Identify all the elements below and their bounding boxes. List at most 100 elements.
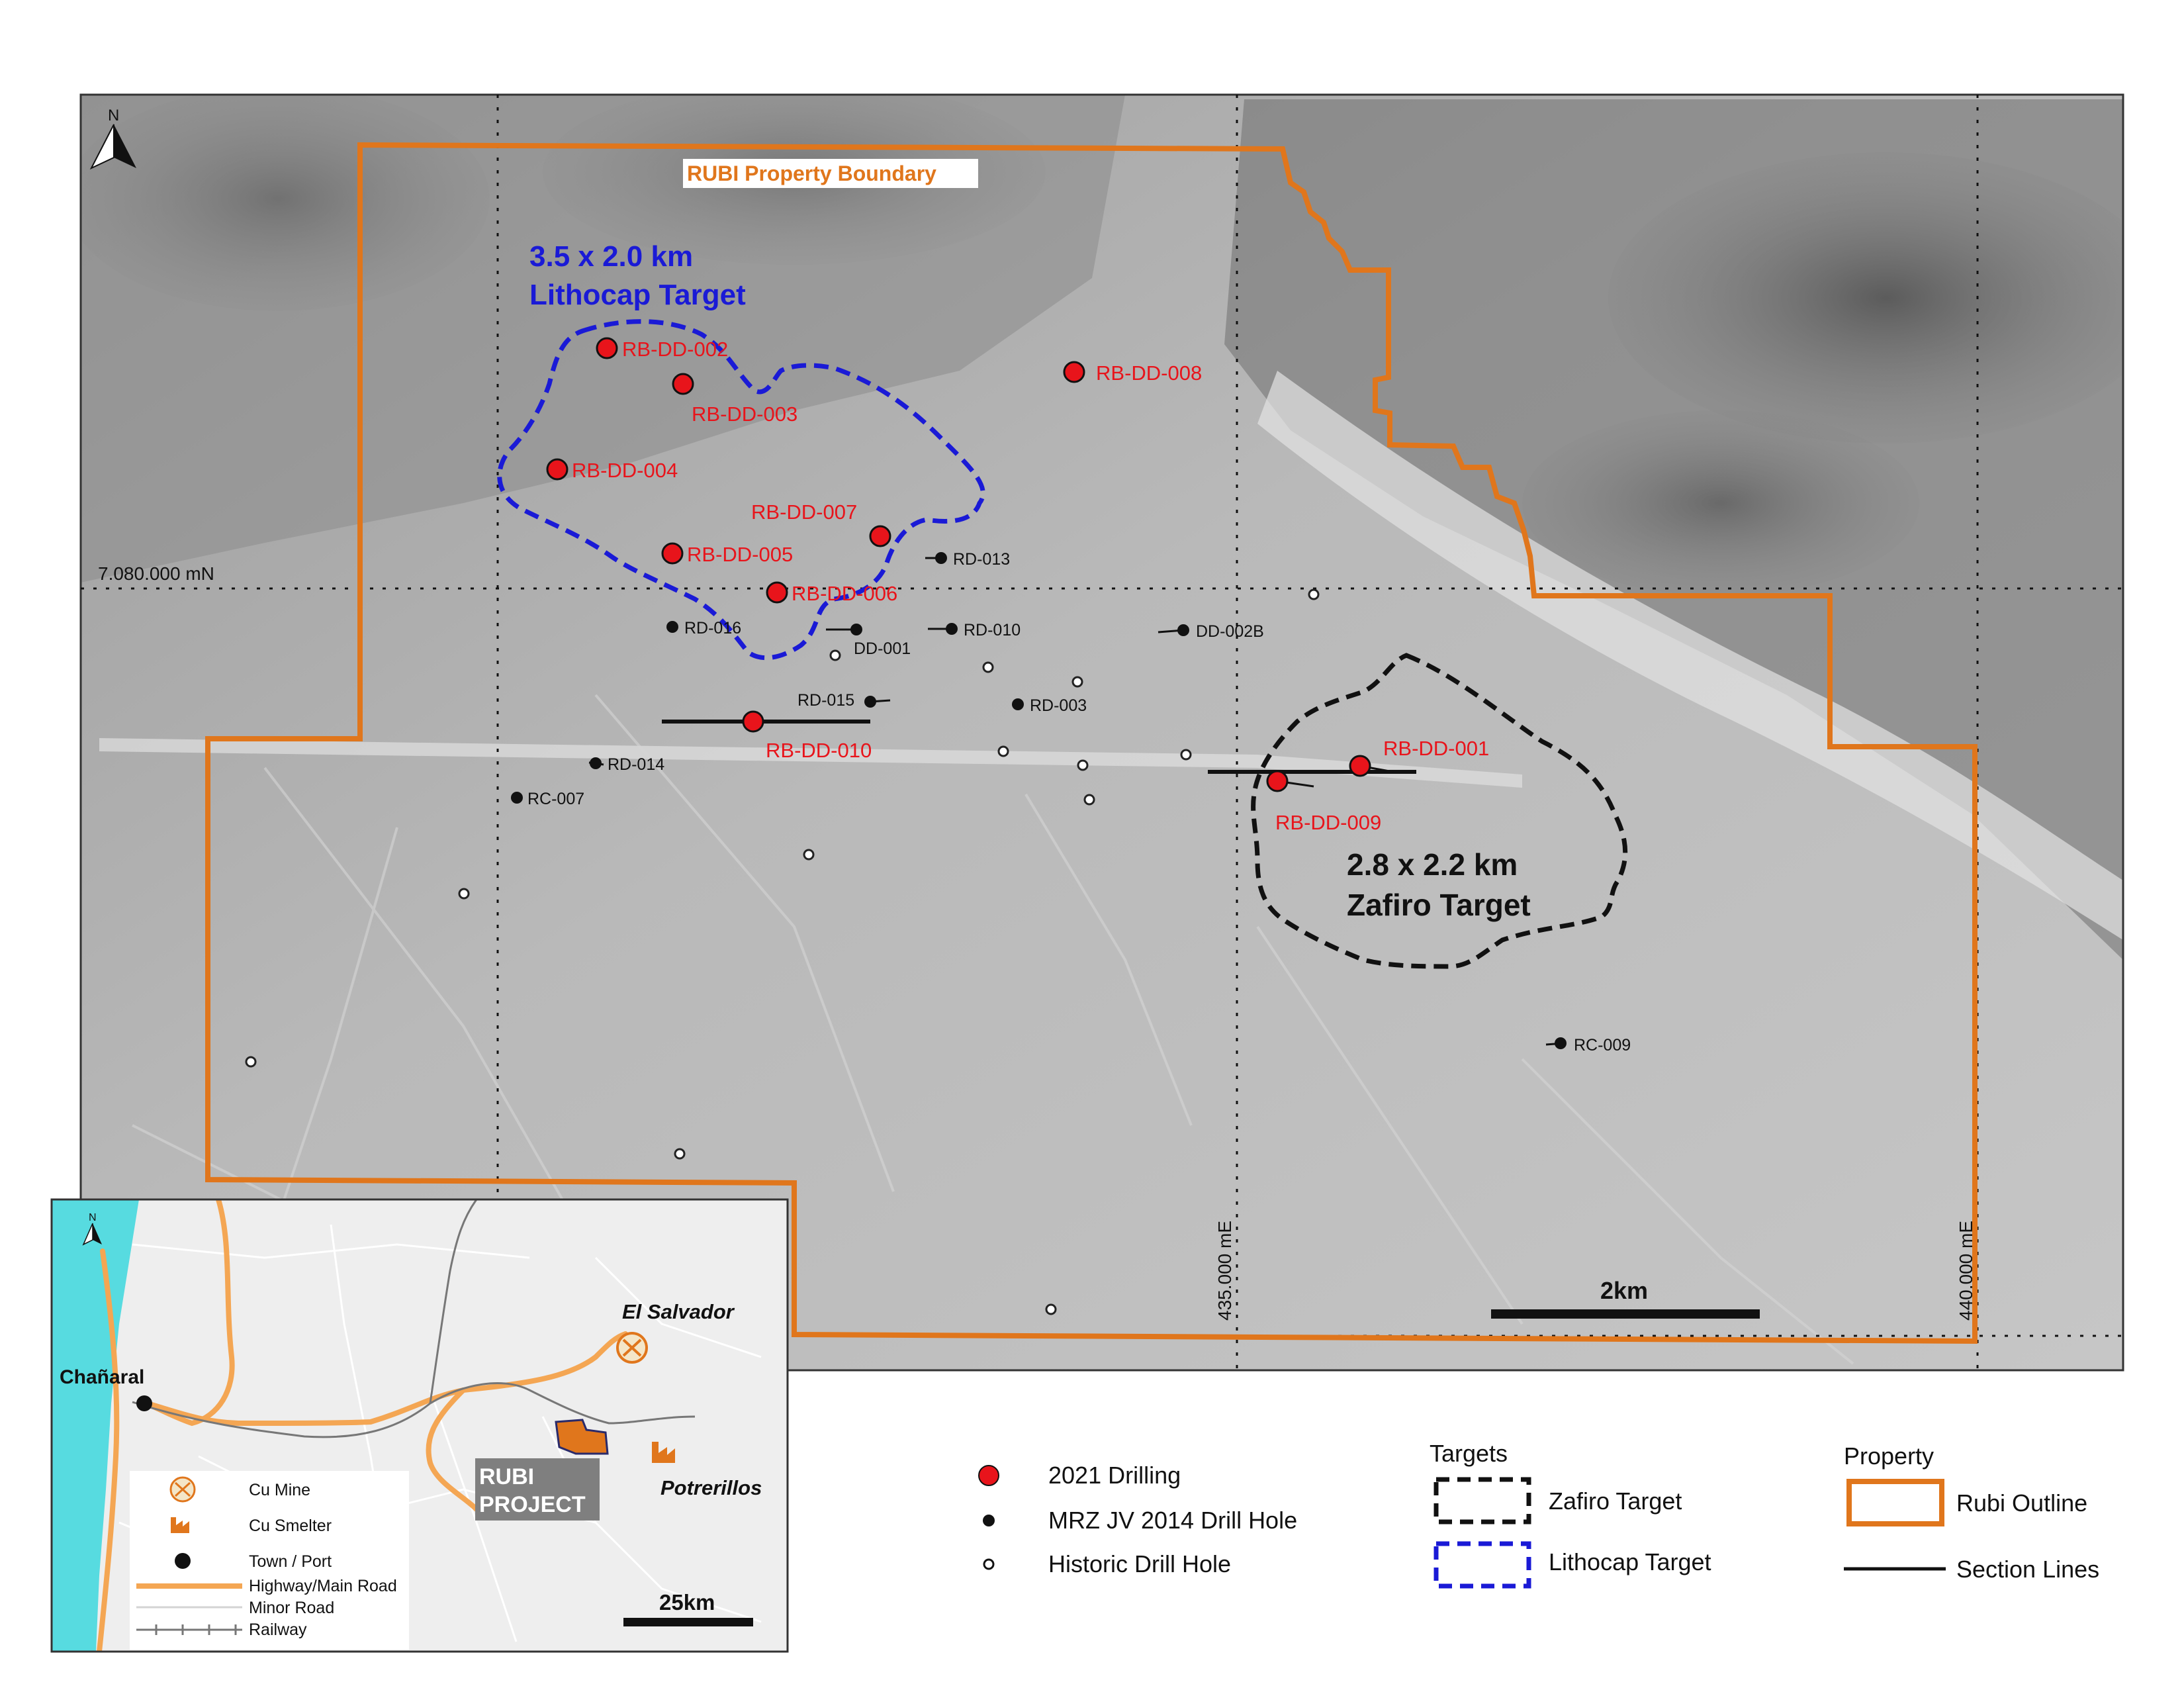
legend-rubi-outline-swatch	[1846, 1479, 1944, 1526]
drill-label-2014: RD-010	[964, 621, 1021, 639]
legend-2021-drilling: 2021 Drilling	[1048, 1462, 1181, 1489]
cu-mine-icon	[169, 1476, 196, 1503]
legend-property-title: Property	[1844, 1442, 1934, 1470]
drill-hole-2014: RC-007	[511, 790, 584, 808]
property-label-background	[683, 159, 978, 188]
drill-label-2021: RB-DD-003	[692, 402, 797, 426]
drill-hole-2014: RD-003	[1012, 696, 1087, 715]
drill-hole-2014: RC-009	[1545, 1036, 1631, 1055]
easting-label-435: 435.000 mE	[1214, 1221, 1235, 1321]
drill-hole-2021: RB-DD-006	[766, 581, 897, 605]
historic-drill-hole	[1180, 749, 1192, 761]
scale-bar-label: 2km	[1600, 1277, 1648, 1304]
inset-legend: Cu Mine Cu Smelter Town / Port Highway/M…	[130, 1471, 409, 1650]
drill-label-2014: RD-013	[953, 550, 1010, 569]
legend-2021-drilling-icon	[978, 1465, 999, 1486]
drill-label-2014: RD-014	[608, 755, 664, 774]
lithocap-target-name: Lithocap Target	[529, 279, 746, 311]
location-inset-map: Chañaral El Salvador RUBI PROJECT Potrer…	[50, 1198, 789, 1653]
town-port-icon	[175, 1553, 191, 1569]
legend-lithocap-swatch	[1433, 1541, 1531, 1589]
legend-zafiro: Zafiro Target	[1549, 1487, 1682, 1515]
drill-label-2021: RB-DD-008	[1096, 361, 1202, 385]
drill-hole-2021: RB-DD-003	[672, 373, 797, 426]
inset-frame	[50, 1198, 789, 1653]
el-salvador-label: El Salvador	[622, 1300, 735, 1323]
highways	[97, 1199, 628, 1652]
drill-hole-2021: RB-DD-008	[1063, 361, 1202, 385]
ocean	[52, 1199, 139, 1652]
main-legend: 2021 Drilling MRZ JV 2014 Drill Hole His…	[978, 1440, 2099, 1589]
historic-drill-hole	[1308, 588, 1320, 600]
rubi-project-area	[555, 1419, 609, 1455]
drill-label-2014: RC-007	[527, 790, 584, 808]
legend-cu-smelter: Cu Smelter	[249, 1517, 332, 1535]
historic-drill-hole	[1083, 794, 1095, 806]
inset-north-label: N	[89, 1212, 97, 1223]
rubi-project-label-box	[475, 1458, 600, 1521]
legend-historic: Historic Drill Hole	[1048, 1550, 1231, 1577]
drill-label-2021: RB-DD-001	[1383, 737, 1489, 760]
historic-drill-hole	[803, 849, 815, 861]
satellite-background	[81, 95, 2123, 1370]
historic-drill-hole	[458, 888, 470, 900]
drill-hole-2014: RD-015	[797, 691, 891, 710]
chanaral-town-icon	[136, 1395, 152, 1411]
legend-railway: Railway	[249, 1620, 307, 1639]
drill-hole-2014: RD-016	[666, 619, 741, 637]
historic-drill-hole	[1077, 759, 1089, 771]
el-salvador-mine-icon	[616, 1332, 648, 1364]
drill-hole-2021: RB-DD-004	[546, 458, 678, 482]
drill-label-2014: DD-002B	[1196, 622, 1264, 641]
railway	[132, 1199, 696, 1438]
drill-hole-2021: RB-DD-001	[1349, 737, 1489, 777]
drill-hole-2014: DD-001	[826, 624, 911, 658]
drill-label-2021: RB-DD-009	[1275, 811, 1381, 834]
map-panel: 7.080.000 mN 435.000 mE 440.000 mE N RUB…	[79, 93, 2124, 1372]
drill-hole-2021: RB-DD-002	[596, 337, 728, 361]
drill-label-2014: RD-016	[684, 619, 741, 637]
property-label: RUBI Property Boundary	[687, 162, 936, 185]
historic-drill-holes	[245, 588, 1320, 1315]
legend-targets-title: Targets	[1430, 1440, 1508, 1467]
rubi-project-label-line1: RUBI	[479, 1464, 534, 1489]
drill-hole-2014: DD-002B	[1158, 622, 1264, 641]
north-label: N	[108, 107, 119, 124]
railway-legend-line	[136, 1624, 242, 1635]
northing-label: 7.080.000 mN	[98, 563, 214, 584]
rubi-project-label-line2: PROJECT	[479, 1492, 586, 1517]
legend-historic-drill-icon	[983, 1558, 995, 1570]
north-arrow-icon: N	[89, 107, 136, 170]
drilling-2021: RB-DD-001 RB-DD-002 RB-DD-003 RB-DD-004 …	[546, 337, 1489, 834]
mrz-2014-drill-holes: RD-013 RD-016 DD-001 RD-010 DD-002B	[511, 550, 1631, 1055]
drill-hole-2014: RD-010	[928, 621, 1021, 639]
drill-label-2014: RD-015	[797, 691, 854, 710]
legend-mrz-2014: MRZ JV 2014 Drill Hole	[1048, 1507, 1297, 1534]
drill-label-2014: RC-009	[1574, 1036, 1631, 1055]
historic-drill-hole	[997, 745, 1009, 757]
lithocap-target-size: 3.5 x 2.0 km	[529, 240, 693, 273]
lithocap-target-outline	[497, 319, 985, 661]
historic-drill-hole	[982, 661, 994, 673]
drill-label-2021: RB-DD-010	[766, 739, 872, 762]
legend-highway: Highway/Main Road	[249, 1577, 397, 1595]
potrerillos-smelter-icon	[652, 1442, 675, 1463]
potrerillos-label: Potrerillos	[660, 1476, 762, 1499]
drill-label-2021: RB-DD-005	[687, 543, 793, 566]
zafiro-target-name: Zafiro Target	[1347, 888, 1531, 922]
drill-label-2021: RB-DD-004	[572, 459, 678, 482]
drill-label-2014: DD-001	[854, 639, 911, 658]
scale-bar: 2km	[1491, 1277, 1760, 1319]
zafiro-target-outline	[1251, 653, 1628, 969]
drill-hole-2021: RB-DD-009	[1266, 770, 1381, 834]
historic-drill-hole	[674, 1148, 686, 1160]
drill-hole-2014: RD-014	[588, 755, 664, 774]
legend-cu-mine: Cu Mine	[249, 1481, 310, 1499]
historic-drill-hole	[1045, 1303, 1057, 1315]
inset-north-arrow-icon: N	[82, 1212, 102, 1246]
drill-label-2021: RB-DD-006	[792, 582, 897, 605]
drill-label-2021: RB-DD-002	[622, 338, 728, 361]
chanaral-label: Chañaral	[60, 1366, 144, 1388]
historic-drill-hole	[1071, 676, 1083, 688]
